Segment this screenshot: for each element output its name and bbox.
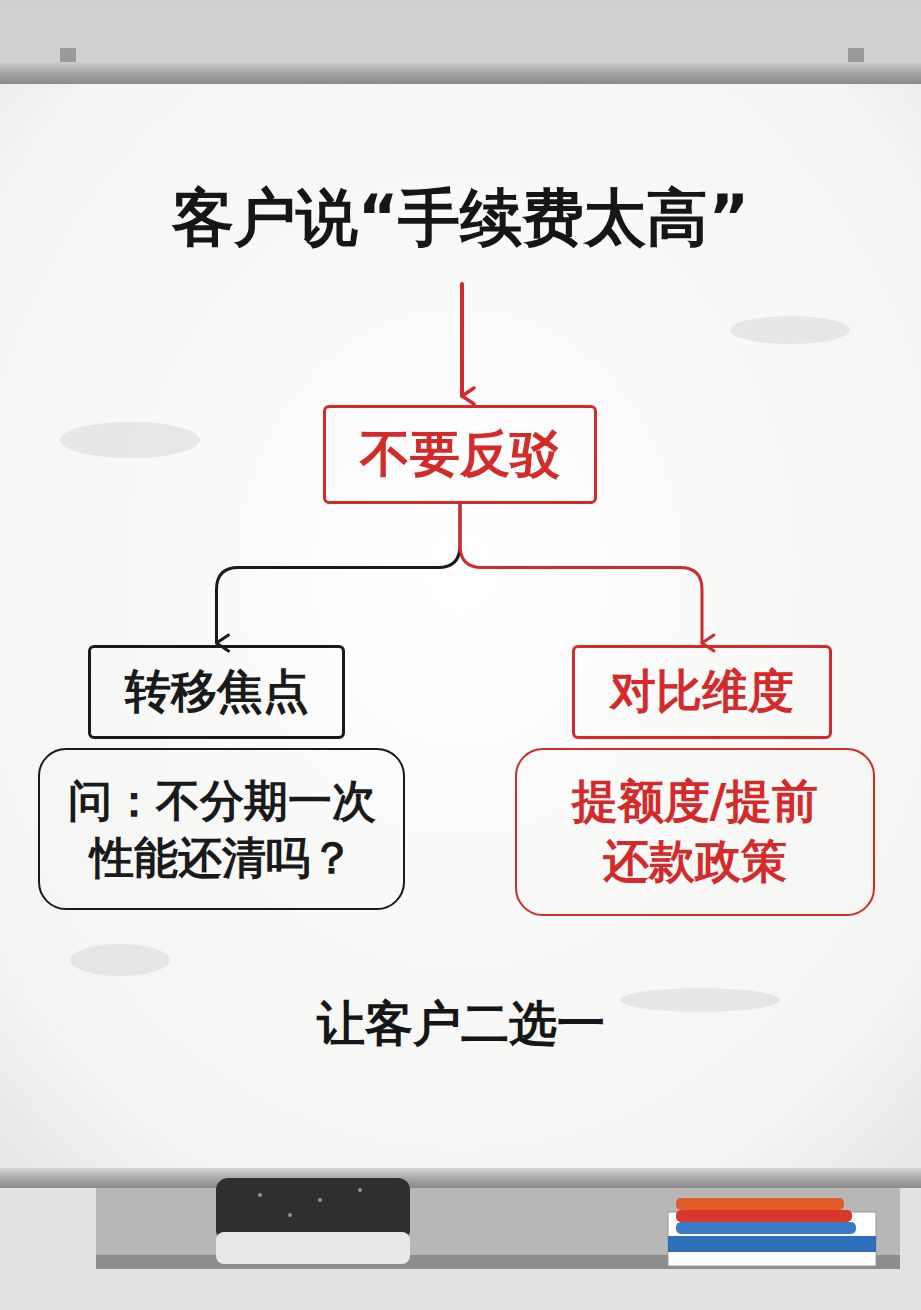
note-label: 让客户二选一 [0, 992, 921, 1054]
process-box: 对比维度 [572, 645, 832, 739]
node-text: 提额度/提前还款政策 [557, 772, 833, 892]
branch-connector [460, 504, 702, 643]
process-box: 不要反驳 [323, 405, 597, 504]
title-arrow [460, 284, 464, 396]
process-box: 转移焦点 [88, 645, 345, 739]
branch-connector [217, 504, 461, 643]
policy-box: 提额度/提前还款政策 [515, 748, 875, 916]
node-text: 问：不分期一次性能还清吗？ [52, 772, 391, 886]
node-text: 转移焦点 [125, 662, 309, 722]
node-text: 不要反驳 [360, 422, 560, 487]
question-box: 问：不分期一次性能还清吗？ [38, 748, 405, 910]
node-text: 对比维度 [610, 662, 794, 722]
diagram-title: 客户说“手续费太高” [0, 178, 921, 259]
